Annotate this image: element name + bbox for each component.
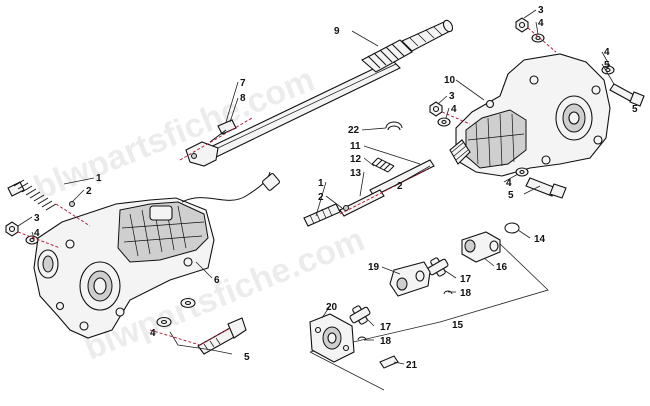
callout-10: 10 — [444, 75, 456, 86]
callout-1-left: 1 — [96, 173, 102, 184]
shaft-bracket — [185, 119, 237, 167]
callouts: 1 2 3 4 4 5 6 7 8 9 3 4 4 5 10 3 4 22 11… — [34, 5, 638, 371]
bolt-right-lower — [515, 167, 567, 199]
snap-ring — [385, 121, 403, 131]
callout-11: 11 — [350, 141, 361, 152]
callout-4-right-top: 4 — [538, 18, 544, 29]
callout-22: 22 — [348, 125, 360, 136]
callout-17-lower: 17 — [380, 322, 392, 333]
callout-6: 6 — [214, 275, 220, 286]
callout-3-right-mid: 3 — [449, 91, 455, 102]
callout-20: 20 — [326, 302, 338, 313]
callout-5-right-bolt: 5 — [632, 104, 638, 115]
callout-17-upper: 17 — [460, 274, 472, 285]
spring-left — [7, 179, 75, 211]
callout-4-left-lower: 4 — [150, 328, 156, 339]
callout-5-right-upper: 5 — [604, 60, 610, 71]
callout-4-left: 4 — [34, 228, 40, 239]
callout-13: 13 — [350, 168, 362, 179]
callout-4-right-upper: 4 — [604, 47, 610, 58]
callout-19: 19 — [368, 262, 380, 273]
callout-4-right-mid: 4 — [451, 104, 457, 115]
nut-washer-right-top — [515, 17, 545, 43]
callout-8: 8 — [240, 93, 246, 104]
front-gear-case — [33, 171, 280, 339]
bolt-left-lower — [156, 297, 247, 355]
callout-2-mid: 2 — [318, 192, 324, 203]
callout-9: 9 — [334, 26, 340, 37]
callout-5-left-lower: 5 — [244, 352, 250, 363]
callout-1-mid: 1 — [318, 178, 324, 189]
callout-2-left: 2 — [86, 186, 92, 197]
plunger — [339, 189, 385, 217]
callout-18-lower: 18 — [380, 336, 392, 347]
spring-mid-upper — [371, 157, 395, 173]
nut-washer-left — [5, 221, 39, 245]
callout-3-left: 3 — [34, 213, 40, 224]
spring-mid-lower — [303, 203, 341, 227]
callout-18-upper: 18 — [460, 288, 472, 299]
callout-5-right-lower: 5 — [508, 190, 514, 201]
u-joint-assembly — [309, 222, 549, 391]
callout-3-right-top: 3 — [538, 5, 544, 16]
callout-12: 12 — [350, 154, 362, 165]
callout-15: 15 — [452, 320, 464, 331]
leader-lines — [17, 9, 615, 365]
callout-16: 16 — [496, 262, 508, 273]
callout-14: 14 — [534, 234, 546, 245]
rear-gear-case — [449, 53, 611, 177]
nut-washer-right-mid — [429, 101, 451, 127]
bolt-right-upper — [601, 65, 645, 107]
drive-shaft — [198, 19, 454, 161]
callout-7: 7 — [240, 78, 246, 89]
callout-21: 21 — [406, 360, 418, 371]
callout-2-rod: 2 — [397, 181, 403, 192]
callout-4-right-lower: 4 — [506, 178, 512, 189]
